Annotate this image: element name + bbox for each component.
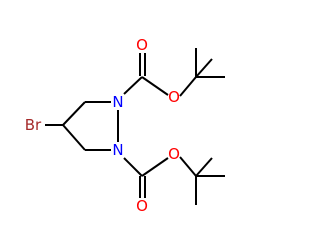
bond-c4-c5: [62, 101, 86, 126]
bond-ester-o-tbu-top: [179, 76, 197, 97]
bond-ester-o-tbu-bottom: [179, 156, 197, 177]
atom-o-carbonyl-top: O: [136, 36, 148, 54]
atom-o-ester-bottom: O: [168, 145, 180, 163]
bond-n2-carbonyl-bottom: [123, 157, 143, 177]
bond-carbonyl-top-ester-o: [141, 76, 169, 96]
bond-carbonyl-bottom-ester-o: [141, 157, 169, 177]
atom-br: Br: [25, 116, 42, 134]
bond-tbu-top-methyl-c: [195, 58, 213, 78]
bond-tbu-bottom-methyl-a: [195, 157, 213, 177]
molecule-structure: Br N N O O O O: [25, 36, 225, 215]
atom-n2: N: [112, 141, 123, 159]
atom-o-carbonyl-bottom: O: [136, 197, 148, 215]
atom-n1: N: [112, 93, 123, 111]
bond-c3-c4: [62, 124, 86, 151]
bond-n1-carbonyl-top: [123, 76, 143, 95]
atom-o-ester-top: O: [168, 88, 180, 106]
